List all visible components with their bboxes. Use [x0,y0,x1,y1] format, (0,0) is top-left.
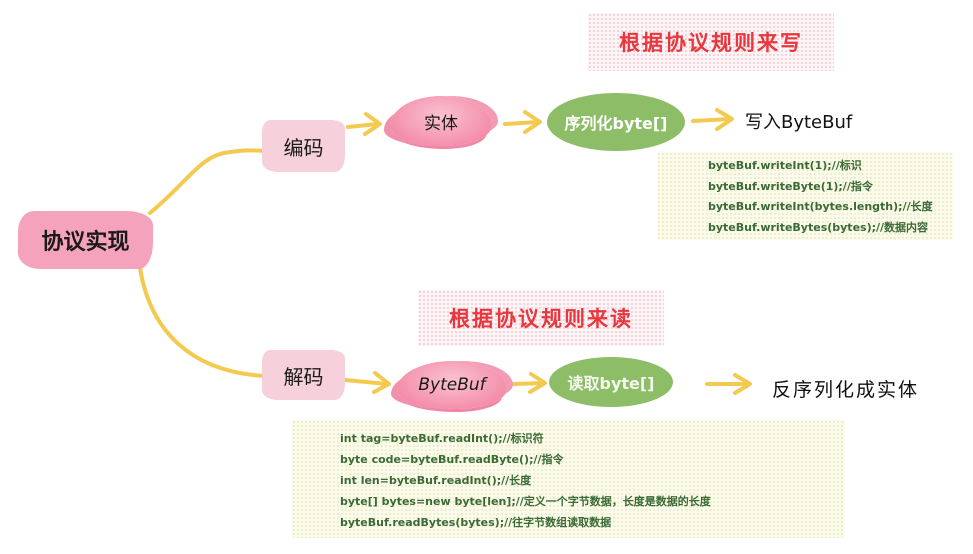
branch-decode: 解码 [262,350,345,400]
entity-label: 实体 [424,113,458,134]
serialize-node: 序列化byte[] [547,93,685,151]
code-line: byte code=byteBuf.readByte();//指令 [340,453,564,466]
arrow-decode-bytebuf [343,371,391,394]
branch-encode: 编码 [262,120,345,172]
arrow-entity-serialize [503,110,542,134]
root-label: 协议实现 [41,230,130,255]
bytebuf-cloud-node: ByteBuf [397,361,507,409]
code-line: byteBuf.writeInt(bytes.length);//长度 [708,200,933,214]
write-code-block: byteBuf.writeInt(1);//标识 byteBuf.writeBy… [657,152,953,240]
heading-write-rule: 根据协议规则来写 [588,13,834,71]
heading-read-label: 根据协议规则来读 [449,307,633,331]
code-line: byteBuf.writeInt(1);//标识 [708,159,862,172]
entity-cloud-node: 实体 [390,96,492,146]
serialize-label: 序列化byte[] [564,114,668,133]
bytebuf-label: ByteBuf [418,375,486,395]
heading-read-rule: 根据协议规则来读 [418,290,664,346]
code-line: byteBuf.readBytes(bytes);//往字节数组读取数据 [340,516,612,529]
heading-write-label: 根据协议规则来写 [619,31,803,55]
read-bytes-node: 读取byte[] [549,357,673,407]
write-bytebuf-text: 写入ByteBuf [745,112,853,133]
read-bytes-label: 读取byte[] [567,374,655,393]
deserialize-entity-text: 反序列化成实体 [772,379,920,401]
arrow-serialize-target [691,108,734,131]
branch-decode-label: 解码 [283,364,324,389]
arrow-encode-entity [346,112,382,136]
arrow-bytebuf-read [512,372,547,394]
branch-encode-label: 编码 [283,135,324,160]
read-code-block: int tag=byteBuf.readInt();//标识符 byte cod… [292,420,845,538]
connector-root-decode [138,266,267,378]
code-line: byteBuf.writeByte(1);//指令 [708,179,873,193]
arrow-read-result [705,373,752,395]
code-line: byte[] bytes=new byte[len];//定义一个字节数据，长度… [340,495,711,508]
code-line: int tag=byteBuf.readInt();//标识符 [340,432,544,445]
root-node: 协议实现 [18,211,153,269]
connector-root-encode [148,148,267,215]
code-line: byteBuf.writeBytes(bytes);//数据内容 [708,220,929,234]
code-line: int len=byteBuf.readInt();//长度 [340,474,532,487]
